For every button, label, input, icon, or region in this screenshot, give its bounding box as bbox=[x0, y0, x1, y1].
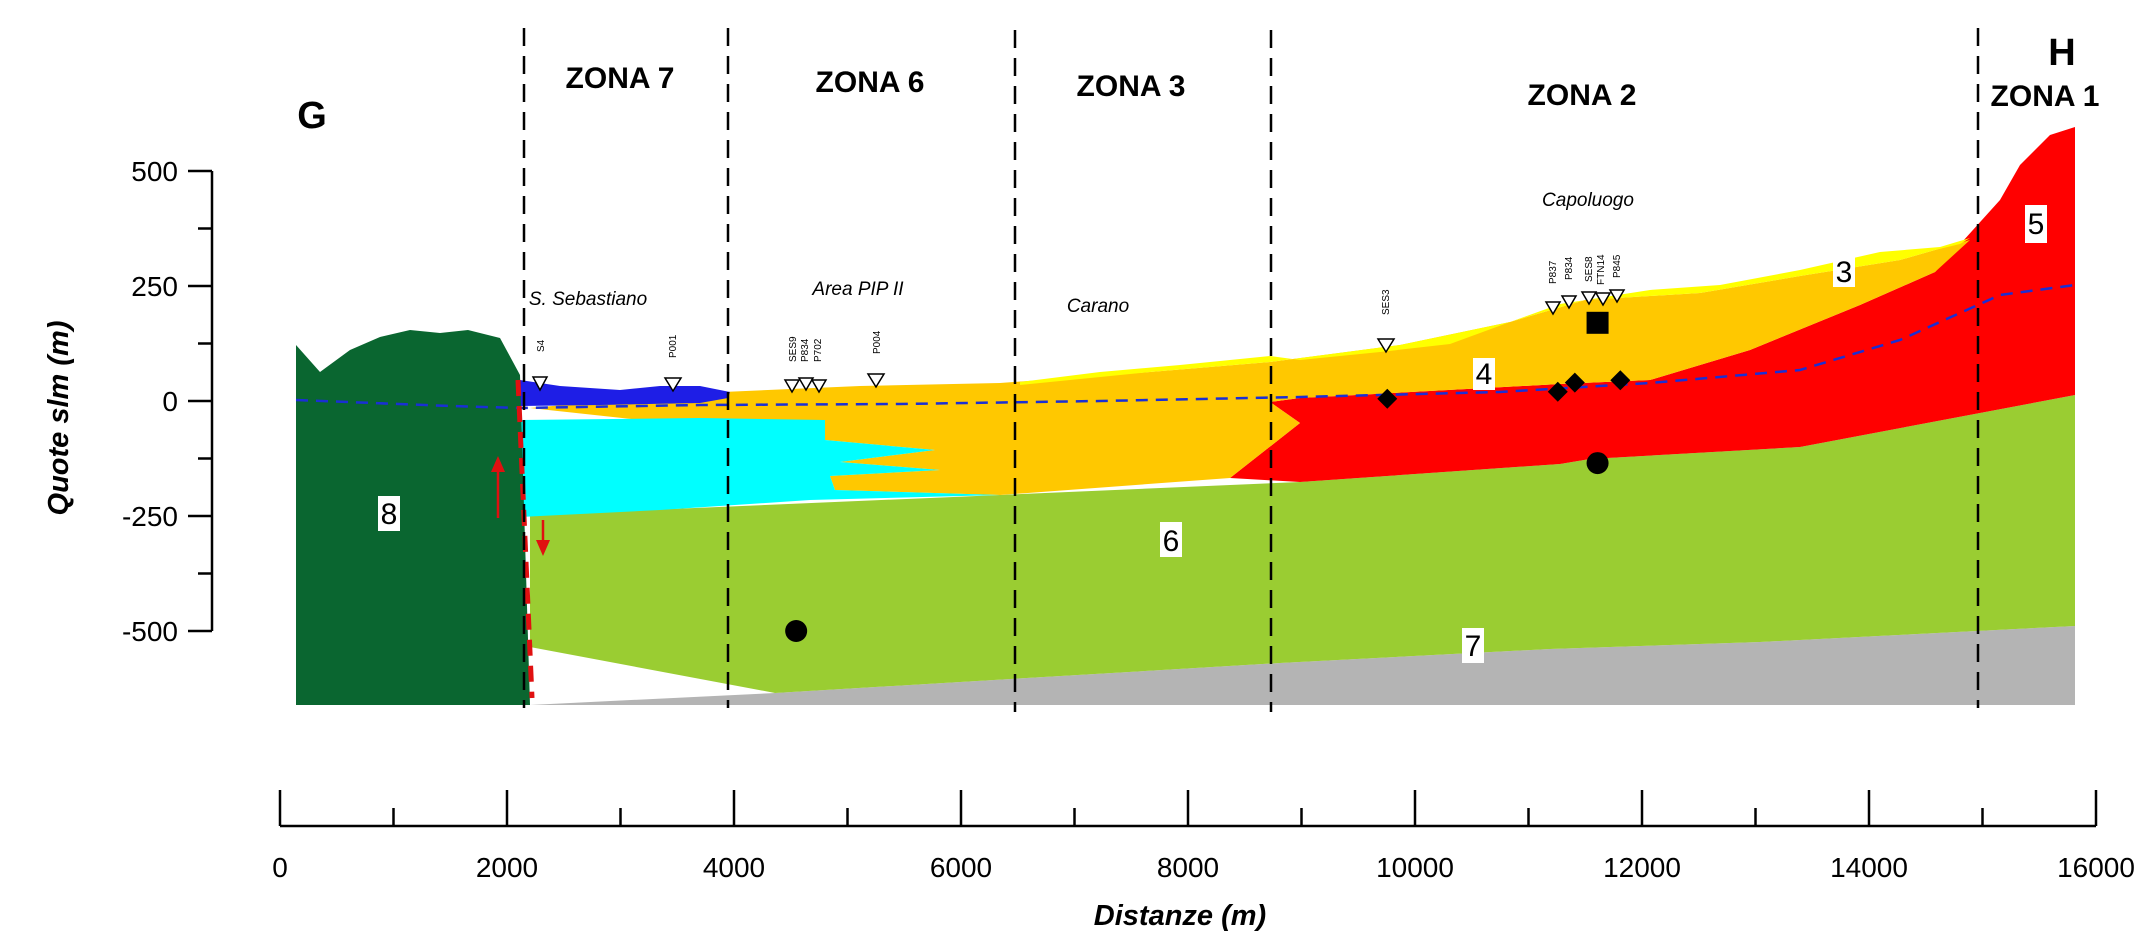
x-tick-label: 2000 bbox=[476, 852, 538, 883]
unit-label-box bbox=[378, 496, 400, 531]
x-axis-label: Distanze (m) bbox=[1094, 900, 1266, 932]
y-axis: 500 250 0 -250 -500 bbox=[122, 156, 214, 647]
unit-4-polygon bbox=[530, 240, 1970, 495]
diamond-marker bbox=[1610, 370, 1631, 391]
well-marker bbox=[783, 379, 801, 394]
x-tick-label: 0 bbox=[272, 852, 288, 883]
well-marker bbox=[663, 377, 683, 393]
place-label: Capoluogo bbox=[1542, 190, 1634, 211]
unit-labels: 3 4 5 6 7 8 bbox=[378, 205, 2047, 663]
well-marker bbox=[531, 376, 549, 392]
well-label: P004 bbox=[872, 330, 883, 354]
y-tick-label: 500 bbox=[131, 156, 178, 187]
unit-label: 4 bbox=[1476, 358, 1493, 391]
well-label: P001 bbox=[668, 334, 679, 358]
well-label: SES8 bbox=[1584, 256, 1595, 282]
well-label: FTN14 bbox=[1596, 254, 1607, 285]
zone-label: ZONA 7 bbox=[566, 62, 675, 95]
well-marker bbox=[797, 377, 815, 392]
x-tick-label: 8000 bbox=[1157, 852, 1219, 883]
cyan-lens-polygon bbox=[520, 418, 1000, 517]
fault-arrow-up-head bbox=[491, 456, 505, 472]
zone-label: ZONA 3 bbox=[1077, 70, 1186, 103]
place-label: Carano bbox=[1067, 296, 1129, 317]
well-marker bbox=[1376, 338, 1396, 354]
unit-7-polygon bbox=[530, 626, 2075, 705]
zone-label: ZONA 6 bbox=[816, 66, 925, 99]
unit-label-box bbox=[1833, 255, 1855, 287]
zone-label: ZONA 1 bbox=[1991, 80, 2100, 113]
y-tick-label: 0 bbox=[162, 386, 178, 417]
unit-label-box bbox=[1160, 522, 1182, 557]
unit-8-polygon bbox=[296, 330, 530, 705]
zone-label: ZONA 2 bbox=[1528, 79, 1637, 112]
well-marker bbox=[1544, 301, 1562, 316]
blue-lens-polygon bbox=[520, 380, 730, 406]
data-markers bbox=[785, 311, 1631, 642]
diamond-marker bbox=[1547, 381, 1568, 402]
endpoint-label-right: H bbox=[2048, 32, 2075, 74]
well-label: P834 bbox=[800, 338, 811, 362]
x-tick-label: 4000 bbox=[703, 852, 765, 883]
x-tick-label: 10000 bbox=[1376, 852, 1454, 883]
well-label: SES3 bbox=[1381, 289, 1392, 315]
well-label: SES9 bbox=[788, 336, 799, 362]
unit-label-box bbox=[2025, 205, 2047, 243]
square-marker bbox=[1586, 311, 1609, 334]
endpoint-label-left: G bbox=[297, 95, 327, 137]
well-label: P845 bbox=[1612, 254, 1623, 278]
unit-6-polygon bbox=[530, 395, 2075, 693]
well-marker bbox=[866, 373, 886, 389]
unit-label: 6 bbox=[1163, 525, 1180, 558]
unit-label: 8 bbox=[381, 498, 398, 531]
unit-label: 7 bbox=[1465, 630, 1482, 663]
well-marker bbox=[810, 379, 828, 394]
x-tick-label: 6000 bbox=[930, 852, 992, 883]
diamond-marker bbox=[1377, 388, 1398, 409]
x-tick-label: 14000 bbox=[1830, 852, 1908, 883]
well-label: P702 bbox=[813, 338, 824, 362]
well-label: P834 bbox=[1564, 256, 1575, 280]
geological-units bbox=[296, 127, 2075, 705]
x-tick-label: 12000 bbox=[1603, 852, 1681, 883]
unit-label-box bbox=[1473, 358, 1495, 390]
wells: S4 P001 SES9 P834 P702 P004 SES3 P837 P8… bbox=[531, 254, 1626, 394]
fault-arrow-down-head bbox=[536, 540, 550, 556]
circle-marker bbox=[1586, 452, 1609, 475]
y-tick-label: 250 bbox=[131, 271, 178, 302]
y-axis-label: Quote slm (m) bbox=[43, 321, 75, 516]
unit-label: 3 bbox=[1836, 256, 1853, 289]
well-label: S4 bbox=[536, 339, 547, 352]
well-marker bbox=[1608, 289, 1626, 304]
well-marker bbox=[1594, 292, 1612, 307]
zone-boundary-lines bbox=[522, 28, 1980, 712]
diamond-marker bbox=[1564, 372, 1585, 393]
y-tick-label: -500 bbox=[122, 616, 178, 647]
place-label: S. Sebastiano bbox=[529, 289, 647, 310]
circle-marker bbox=[785, 620, 808, 642]
x-tick-label: 16000 bbox=[2057, 852, 2135, 883]
unit-label: 5 bbox=[2028, 208, 2045, 241]
y-tick-label: -250 bbox=[122, 501, 178, 532]
place-label: Area PIP II bbox=[811, 279, 904, 300]
x-axis: 0 2000 4000 6000 8000 10000 12000 14000 16000 bbox=[272, 790, 2135, 883]
well-marker bbox=[1560, 295, 1578, 310]
well-label: P837 bbox=[1548, 260, 1559, 284]
unit-label-box bbox=[1462, 628, 1484, 663]
well-marker bbox=[1580, 291, 1598, 306]
